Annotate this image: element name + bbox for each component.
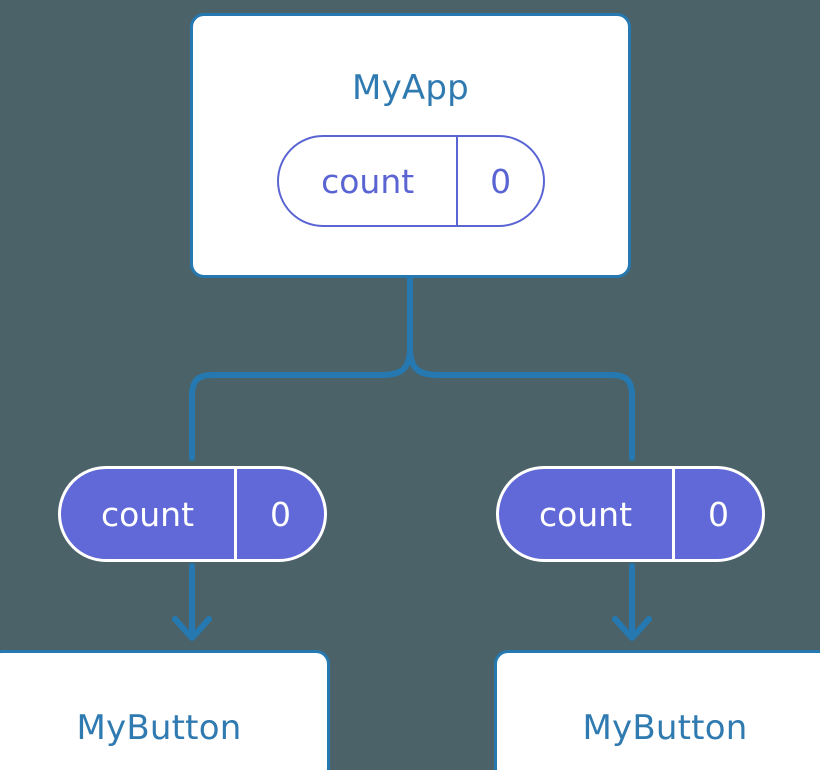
state-pill-key: count [100, 494, 195, 534]
component-title-mybutton: MyButton [76, 707, 242, 748]
state-pill-key: count [538, 494, 633, 534]
component-title-mybutton: MyButton [582, 707, 748, 748]
state-pill-value: 0 [234, 469, 324, 559]
state-pill-value: 0 [456, 137, 543, 225]
component-card-mybutton-left[interactable]: MyButton [0, 650, 330, 770]
state-pill-branch-left[interactable]: count 0 [58, 466, 327, 562]
arrow-down-icon-left [172, 563, 212, 641]
connector-branch-left [189, 345, 413, 461]
state-pill-branch-right[interactable]: count 0 [496, 466, 765, 562]
arrow-down-icon-right [612, 563, 652, 641]
state-pill-key: count [321, 161, 415, 201]
state-pill-value: 0 [672, 469, 762, 559]
state-pill-root[interactable]: count 0 [277, 135, 545, 227]
component-card-mybutton-right[interactable]: MyButton [494, 650, 820, 770]
connector-branch-right [407, 345, 635, 461]
component-title-myapp: MyApp [352, 68, 469, 108]
